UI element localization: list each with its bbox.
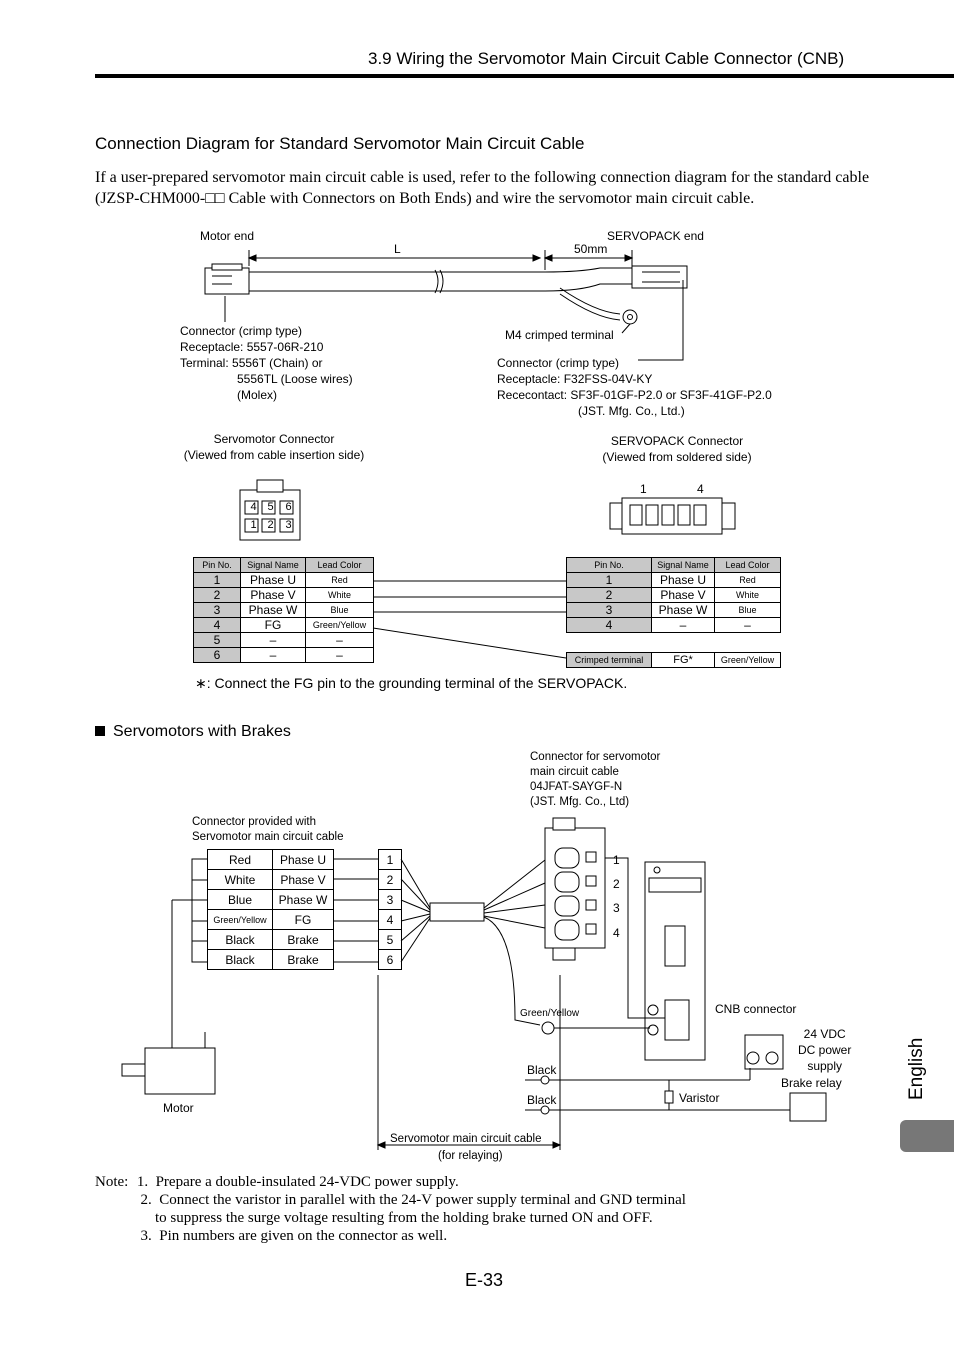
square-bullet-icon	[95, 726, 105, 736]
motor-pin-6: 6	[285, 501, 292, 513]
green-yellow-label: Green/Yellow	[520, 1008, 580, 1019]
power-supply-label: 24 VDC DC power supply	[798, 1027, 852, 1073]
relay-cable-label: Servomotor main circuit cable	[390, 1133, 542, 1145]
black-wire-label-2: Black	[527, 1093, 557, 1107]
connector-for-servomotor-label: Connector for servomotor main circuit ca…	[530, 751, 661, 808]
cnb-connector-label: CNB connector	[715, 1002, 797, 1016]
motor-connector-spec: Connector (crimp type) Receptacle: 5557-…	[180, 324, 353, 402]
servomotor-connector-title: Servomotor Connector (Viewed from cable …	[183, 432, 365, 462]
motor-label: Motor	[163, 1101, 194, 1115]
servopack-end-label: SERVOPACK end	[607, 229, 704, 243]
servopack-connector-drawing	[609, 497, 736, 535]
page-number: E-33	[465, 1270, 504, 1290]
table-header-row: Pin No. Signal Name Lead Color	[193, 557, 374, 573]
length-label: L	[394, 242, 401, 256]
provided-connector-label: Connector provided with Servomotor main …	[192, 816, 344, 843]
brake-relay-label: Brake relay	[781, 1076, 842, 1090]
table-row: 4	[378, 909, 402, 930]
crimped-terminal-table: Crimped terminal FG* Green/Yellow	[566, 652, 781, 668]
servopack-pin-first: 1	[640, 482, 647, 496]
brake-section-title: Servomotors with Brakes	[95, 723, 291, 741]
intro-paragraph: If a user-prepared servomotor main circu…	[95, 169, 870, 207]
cable-drawing	[204, 250, 688, 361]
table-row: 3	[378, 889, 402, 910]
servomotor-connector-drawing	[239, 479, 301, 541]
varistor-label: Varistor	[679, 1091, 720, 1105]
motor-pin-3: 3	[285, 519, 292, 531]
relay-cable-sublabel: (for relaying)	[438, 1150, 503, 1162]
connector-pin-2: 2	[613, 877, 620, 891]
length-50mm-label: 50mm	[574, 242, 608, 256]
note-line-3: 3. Pin numbers are given on the connecto…	[140, 1228, 448, 1244]
motor-pin-2: 2	[267, 519, 274, 531]
table-row: 5––	[193, 632, 374, 648]
table-row: 6––	[193, 647, 374, 663]
section-title: Connection Diagram for Standard Servomot…	[95, 134, 585, 153]
table-row: 1	[378, 849, 402, 870]
connector-pin-3: 3	[613, 901, 620, 915]
table-row: Crimped terminal FG* Green/Yellow	[566, 652, 781, 668]
connector-pin-1: 1	[613, 853, 620, 867]
fg-note: ∗: Connect the FG pin to the grounding t…	[195, 675, 628, 691]
servopack-pin-last: 4	[697, 482, 704, 496]
table-row: 5	[378, 929, 402, 950]
motor-pin-1: 1	[250, 519, 257, 531]
note-line-2-cont: to suppress the surge voltage resulting …	[155, 1210, 653, 1226]
servopack-connector-title: SERVOPACK Connector (Viewed from soldere…	[602, 434, 752, 464]
table-row: 2	[378, 869, 402, 890]
note-line-1: Note: 1. Prepare a double-insulated 24-V…	[95, 1174, 459, 1190]
table-row: 6	[378, 949, 402, 970]
servopack-connector-spec: Connector (crimp type) Receptacle: F32FS…	[497, 356, 772, 418]
notes-block: Note: 1. Prepare a double-insulated 24-V…	[95, 1173, 686, 1245]
black-wire-label-1: Black	[527, 1063, 557, 1077]
motor-pin-4: 4	[250, 501, 257, 513]
motor-pin-5: 5	[267, 501, 274, 513]
table-row: 4––	[566, 617, 781, 633]
table-header-row: Pin No. Signal Name Lead Color	[566, 557, 781, 573]
connector-pin-4: 4	[613, 926, 620, 940]
motor-end-label: Motor end	[200, 229, 255, 243]
brake-wiring-drawing	[121, 817, 827, 1150]
note-line-2: 2. Connect the varistor in parallel with…	[140, 1192, 686, 1208]
pin-table-wires	[372, 580, 567, 659]
m4-terminal-label: M4 crimped terminal	[505, 328, 614, 342]
brake-pin-number-table: 1 2 3 4 5 6	[378, 849, 402, 970]
header-rule	[95, 74, 954, 78]
page-header: 3.9 Wiring the Servomotor Main Circuit C…	[368, 49, 845, 68]
language-tab	[900, 1120, 954, 1152]
